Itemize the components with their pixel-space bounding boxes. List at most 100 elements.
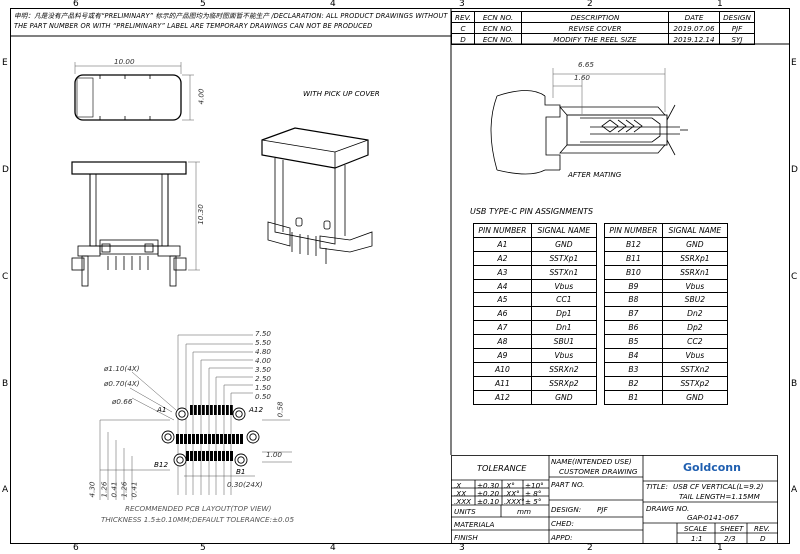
after-mating-label: AFTER MATING <box>568 170 622 179</box>
title-line-1: USB CF VERTICAL(L=9.2) <box>673 482 764 491</box>
signal-name-header: SIGNAL NAME <box>661 223 729 238</box>
tolerance-cell: .X <box>454 481 462 490</box>
signal-name-cell: SSRXn2 <box>530 361 598 377</box>
signal-name-cell: GND <box>661 389 729 405</box>
pin-number-cell: B4 <box>604 348 663 363</box>
drawing-no-label: DRAWG NO. <box>646 504 690 513</box>
material-label: MATERIALA <box>454 520 495 529</box>
zone-col-3-top: 3 <box>459 0 465 9</box>
signal-name-cell: GND <box>530 236 598 252</box>
scale-label: SCALE <box>684 524 708 533</box>
pcb-layout-label: RECOMMENDED PCB LAYOUT(TOP VIEW) <box>125 504 272 513</box>
dim-pcb-width-250: 2.50 <box>255 374 272 383</box>
finish-label: FINISH <box>454 533 478 542</box>
pin-number-cell: B5 <box>604 334 663 350</box>
signal-name-cell: SSTXp1 <box>530 250 598 266</box>
units-label: UNITS <box>454 507 476 516</box>
tolerance-label: TOLERANCE <box>477 463 527 473</box>
zone-row-b-right: B <box>791 379 798 389</box>
dim-pcb-width-480: 4.80 <box>255 347 272 356</box>
pin-number-header: PIN NUMBER <box>604 223 663 238</box>
dim-vertical-041b: 0.41 <box>129 481 139 498</box>
customer-drawing: CUSTOMER DRAWING <box>559 467 638 476</box>
checked-label: CHED: <box>551 519 574 528</box>
pin-number-cell: A2 <box>473 250 532 266</box>
zone-col-4-top: 4 <box>330 0 336 9</box>
title-block-grid <box>451 455 778 544</box>
zone-row-e-left: E <box>2 58 8 68</box>
tolerance-cell: ±0.10 <box>477 497 500 506</box>
dim-pcb-width-150: 1.50 <box>255 383 272 392</box>
dim-top-width: 10.00 <box>114 57 135 66</box>
signal-name-cell: SSTXp2 <box>661 375 729 391</box>
signal-name-cell: SSRXp1 <box>661 250 729 266</box>
dim-top-height: 4.00 <box>196 88 206 105</box>
tolerance-cell: ±0.20 <box>477 489 500 498</box>
zone-col-6-bottom: 6 <box>73 543 79 553</box>
company-logo: Goldconn <box>683 461 741 474</box>
tolerance-cell: ± 8° <box>525 489 542 498</box>
dim-pcb-width-050: 0.50 <box>255 392 272 401</box>
dim-hole-small: ø0.70(4X) <box>104 379 140 388</box>
dim-pcb-width-350: 3.50 <box>255 365 272 374</box>
scale-value: 1:1 <box>691 534 703 543</box>
signal-name-cell: SBU1 <box>530 334 598 350</box>
rev-value: D <box>760 534 766 543</box>
signal-name-cell: CC2 <box>661 334 729 350</box>
zone-col-5-top: 5 <box>200 0 206 9</box>
pin-number-cell: B8 <box>604 292 663 308</box>
pin-number-cell: B10 <box>604 264 663 280</box>
zone-col-4-bottom: 4 <box>330 543 336 553</box>
zone-col-5-bottom: 5 <box>200 543 206 553</box>
dim-front-height: 10.30 <box>195 204 205 225</box>
tolerance-cell: ±10° <box>525 481 544 490</box>
zone-row-c-right: C <box>791 272 798 282</box>
zone-row-c-left: C <box>2 272 9 282</box>
zone-row-e-right: E <box>791 58 797 68</box>
design-value: PJF <box>597 505 608 514</box>
signal-name-cell: Vbus <box>661 278 729 294</box>
sheet-label: SHEET <box>720 524 744 533</box>
tolerance-cell: .XXX° <box>504 497 525 506</box>
dim-pcb-width-750: 7.50 <box>255 329 272 338</box>
dim-pad-diameter: ø0.66 <box>112 397 133 406</box>
pin-a1-label: A1 <box>157 405 167 414</box>
zone-row-a-left: A <box>2 485 9 495</box>
part-no-label: PART NO. <box>551 480 585 489</box>
dim-side-058: 0.58 <box>275 401 285 418</box>
zone-col-2-top: 2 <box>587 0 593 9</box>
zone-col-6-top: 6 <box>73 0 79 9</box>
zone-col-1-bottom: 1 <box>717 543 723 553</box>
approved-label: APPD: <box>551 533 573 542</box>
tolerance-cell: .X° <box>504 481 515 490</box>
dim-pad-height: 1.00 <box>266 450 283 459</box>
pin-assignments-title: USB TYPE-C PIN ASSIGNMENTS <box>470 207 594 216</box>
pin-number-cell: B12 <box>604 236 663 252</box>
zone-col-3-bottom: 3 <box>459 543 465 553</box>
signal-name-cell: Dp2 <box>661 320 729 336</box>
pin-number-cell: B6 <box>604 320 663 336</box>
pin-number-cell: B1 <box>604 389 663 405</box>
tolerance-cell: .XXX <box>454 497 472 506</box>
zone-row-a-right: A <box>791 485 798 495</box>
pin-number-cell: B3 <box>604 361 663 377</box>
dim-vertical-430: 4.30 <box>87 481 97 498</box>
thickness-note: THICKNESS 1.5±0.10MM;DEFAULT TOLERANCE:±… <box>101 515 295 524</box>
